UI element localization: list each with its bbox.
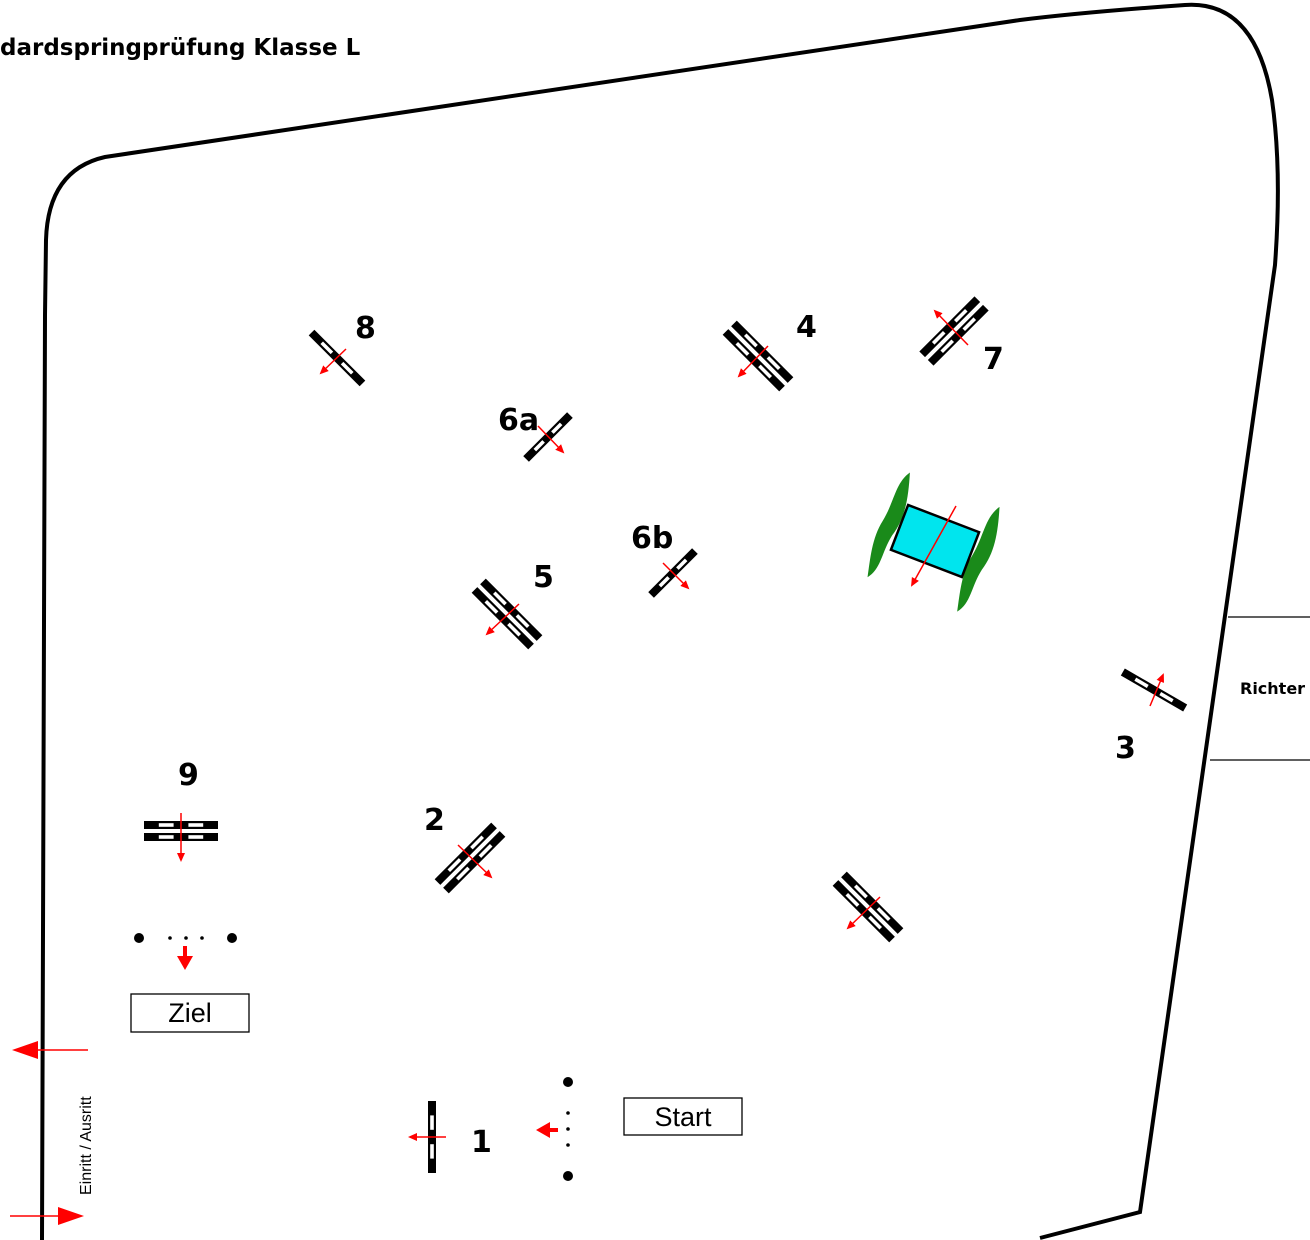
obstacle-direction-arrow-6a	[537, 425, 565, 454]
pole-stripe	[320, 341, 334, 355]
pole-stripe	[1134, 677, 1149, 688]
start-dot	[566, 1143, 570, 1147]
finish-label: Ziel	[168, 998, 212, 1028]
pole-stripe	[743, 333, 758, 348]
obstacle-5	[471, 578, 543, 650]
pole-stripe	[158, 835, 174, 839]
pole-stripe	[845, 892, 860, 907]
pole-stripe	[676, 558, 688, 570]
obstacle-label-1: 1	[471, 1125, 492, 1160]
finish-dot	[168, 936, 172, 940]
finish-box	[130, 993, 250, 1033]
obstacle-label-6a: 6a	[498, 403, 539, 438]
obstacle-label-9: 9	[178, 758, 199, 793]
pole-stripe	[940, 339, 955, 354]
course-title: dardspringprüfung Klasse L	[0, 35, 361, 61]
pole-stripe	[876, 907, 891, 922]
finish-direction-arrow-head	[177, 956, 193, 970]
obstacles-layer	[144, 296, 1188, 1173]
finish-line: Ziel	[130, 933, 250, 1033]
pole-stripe	[484, 599, 499, 614]
finish-dot	[184, 936, 188, 940]
obstacle-label-7: 7	[983, 342, 1004, 377]
obstacle-3	[1120, 668, 1188, 712]
obstacle-label-6b: 6b	[631, 521, 673, 556]
start-label: Start	[654, 1102, 712, 1132]
obstacle-label-3: 3	[1115, 731, 1136, 766]
arena-outline	[40, 2, 1280, 1240]
hedge-left	[867, 472, 910, 578]
start-flag-right	[563, 1171, 573, 1181]
obstacle-direction-arrow-4	[737, 345, 769, 378]
start-direction-arrow-head	[536, 1122, 550, 1138]
obstacle-direction-arrow-5	[485, 603, 520, 636]
pole-stripe	[478, 843, 493, 858]
obstacle-label-5: 5	[533, 560, 554, 595]
finish-dot	[200, 936, 204, 940]
entry-arrow-head	[58, 1207, 84, 1225]
obstacle-direction-arrow-unnumbered	[846, 896, 881, 930]
obstacle-label-4: 4	[796, 310, 817, 345]
pole-stripe	[1159, 692, 1174, 703]
hedge-right	[957, 506, 1000, 612]
pole-stripe	[447, 858, 462, 873]
pole-stripe	[766, 356, 781, 371]
pole-stripe	[962, 317, 977, 331]
entrance-label: Einritt / Ausritt	[78, 1096, 95, 1195]
start-dot	[566, 1111, 570, 1115]
pole-stripe	[188, 835, 204, 839]
finish-flag-left	[134, 933, 144, 943]
pole-stripe	[735, 341, 750, 356]
obstacle-direction-arrow-8	[319, 348, 347, 375]
water-direction-arrow	[911, 505, 957, 587]
judge-label: Richter	[1240, 679, 1305, 698]
obstacle-direction-arrow-3	[1149, 673, 1164, 707]
start-box	[623, 1097, 743, 1136]
water-jump	[867, 472, 1000, 612]
pole-stripe	[430, 1115, 434, 1130]
pole-stripe	[507, 622, 522, 637]
pole-stripe	[455, 866, 470, 881]
entrance-exit: Einritt / Ausritt	[10, 1041, 95, 1225]
pole-stripe	[188, 823, 204, 827]
pole-stripe	[658, 576, 670, 588]
pole-stripe	[853, 884, 868, 899]
water-pool	[889, 503, 981, 579]
pole-stripe	[470, 835, 485, 850]
pole-stripe	[340, 361, 354, 375]
obstacle-label-8: 8	[355, 311, 376, 346]
obstacle-direction-arrow-7	[933, 309, 969, 346]
pole	[1120, 668, 1188, 712]
exit-arrow-head	[12, 1041, 38, 1059]
start-line: Start	[536, 1077, 743, 1181]
obstacle-direction-arrow-2	[457, 844, 493, 879]
pole-stripe	[515, 614, 530, 629]
pole-stripe	[492, 591, 507, 606]
pole-stripe	[551, 422, 563, 434]
finish-flag-right	[227, 933, 237, 943]
obstacle-unnumbered	[832, 871, 904, 943]
pole-stripe	[430, 1144, 434, 1159]
pole-stripe	[758, 364, 773, 379]
obstacle-label-2: 2	[424, 803, 445, 838]
pole-stripe	[953, 308, 968, 323]
obstacle-2	[434, 822, 506, 894]
pole-stripe	[158, 823, 174, 827]
start-dot	[566, 1127, 570, 1131]
pole-stripe	[533, 440, 545, 452]
pole-stripe	[931, 330, 946, 345]
pole-stripe	[868, 915, 883, 930]
obstacle-direction-arrow-6b	[662, 562, 690, 590]
start-flag-left	[563, 1077, 573, 1087]
